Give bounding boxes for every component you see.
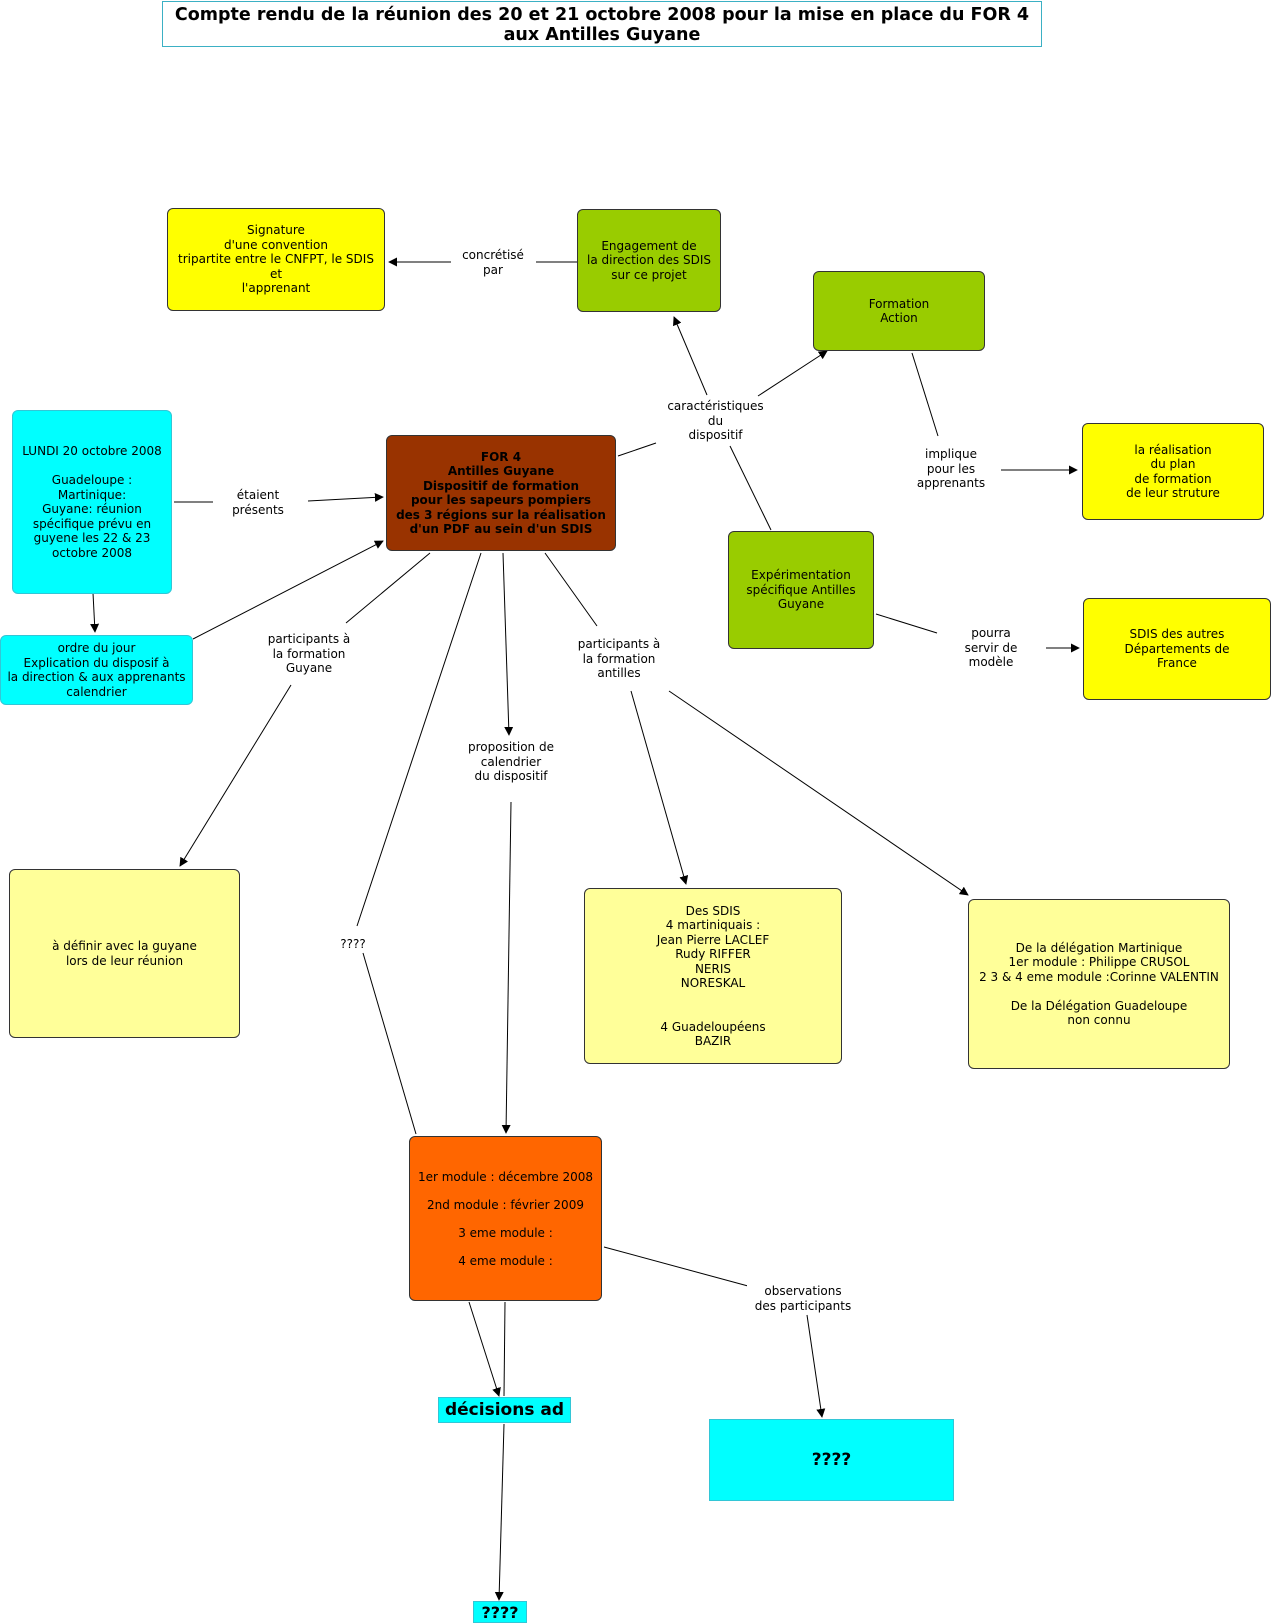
node-engagement[interactable]: Engagement de la direction des SDIS sur …	[577, 209, 721, 312]
label-concretise: concrétisé par	[452, 248, 534, 277]
label-participants-guyane: participants à la formation Guyane	[257, 632, 361, 676]
edge-for4-participants-antilles	[544, 552, 598, 627]
node-question-box[interactable]: ????	[709, 1419, 954, 1501]
label-pourra: pourra servir de modèle	[949, 626, 1033, 670]
node-signature[interactable]: Signature d'une convention tripartite en…	[167, 208, 385, 311]
node-decisions[interactable]: décisions ad	[438, 1397, 571, 1423]
node-modules[interactable]: 1er module : décembre 2008 2nd module : …	[409, 1136, 602, 1301]
edge-formation-implique	[911, 352, 939, 437]
node-formation-action[interactable]: Formation Action	[813, 271, 985, 351]
edge-for4-proposition	[502, 552, 514, 736]
node-a-definir[interactable]: à définir avec la guyane lors de leur ré…	[9, 869, 240, 1038]
edge-modules-observations	[603, 1246, 749, 1287]
edge-participants-guyane-definir	[179, 684, 292, 867]
label-observations: observations des participants	[747, 1284, 859, 1313]
node-ordre-du-jour[interactable]: ordre du jour Explication du disposif à …	[0, 635, 193, 705]
label-etaient: étaient présents	[215, 488, 301, 517]
node-experimentation[interactable]: Expérimentation spécifique Antilles Guya…	[728, 531, 874, 649]
node-lundi[interactable]: LUNDI 20 octobre 2008 Guadeloupe : Marti…	[12, 410, 172, 594]
edge-modules-decisions-b	[503, 1301, 506, 1397]
edge-etaient-for4	[307, 492, 384, 502]
edge-for4-qqqq	[356, 552, 482, 927]
label-implique: implique pour les apprenants	[911, 447, 991, 491]
edge-ordre-for4	[192, 540, 384, 640]
label-proposition: proposition de calendrier du dispositif	[459, 740, 563, 784]
edge-participants-antilles-sdis	[630, 690, 689, 885]
edge-participants-antilles-delegation	[668, 690, 969, 896]
node-question-bottom[interactable]: ????	[473, 1601, 527, 1623]
edge-for4-caracteristiques	[617, 442, 657, 457]
edge-qqqq-modules	[362, 952, 417, 1135]
edge-proposition-modules	[501, 801, 512, 1134]
node-delegation[interactable]: De la délégation Martinique 1er module :…	[968, 899, 1230, 1069]
label-participants-antilles: participants à la formation antilles	[567, 637, 671, 681]
edge-modules-decisions-a	[468, 1301, 501, 1397]
edge-observations-qbox	[806, 1314, 826, 1418]
page-title: Compte rendu de la réunion des 20 et 21 …	[162, 1, 1042, 47]
label-qqqq: ????	[332, 937, 374, 952]
edge-for4-participants-guyane	[345, 552, 431, 624]
edge-decisions-qbottom	[494, 1423, 505, 1601]
node-realisation[interactable]: la réalisation du plan de formation de l…	[1082, 423, 1264, 520]
label-caracteristiques: caractéristiques du dispositif	[658, 399, 773, 443]
node-des-sdis[interactable]: Des SDIS 4 martiniquais : Jean Pierre LA…	[584, 888, 842, 1064]
edge-lundi-ordre	[90, 592, 100, 633]
node-sdis-autres[interactable]: SDIS des autres Départements de France	[1083, 598, 1271, 700]
edge-caracteristiques-formation	[757, 350, 828, 397]
edge-caracteristiques-experimentation	[729, 445, 772, 531]
edge-caracteristiques-engagement	[673, 316, 708, 396]
node-for4[interactable]: FOR 4 Antilles Guyane Dispositif de form…	[386, 435, 616, 551]
edge-experimentation-pourra	[875, 613, 938, 634]
